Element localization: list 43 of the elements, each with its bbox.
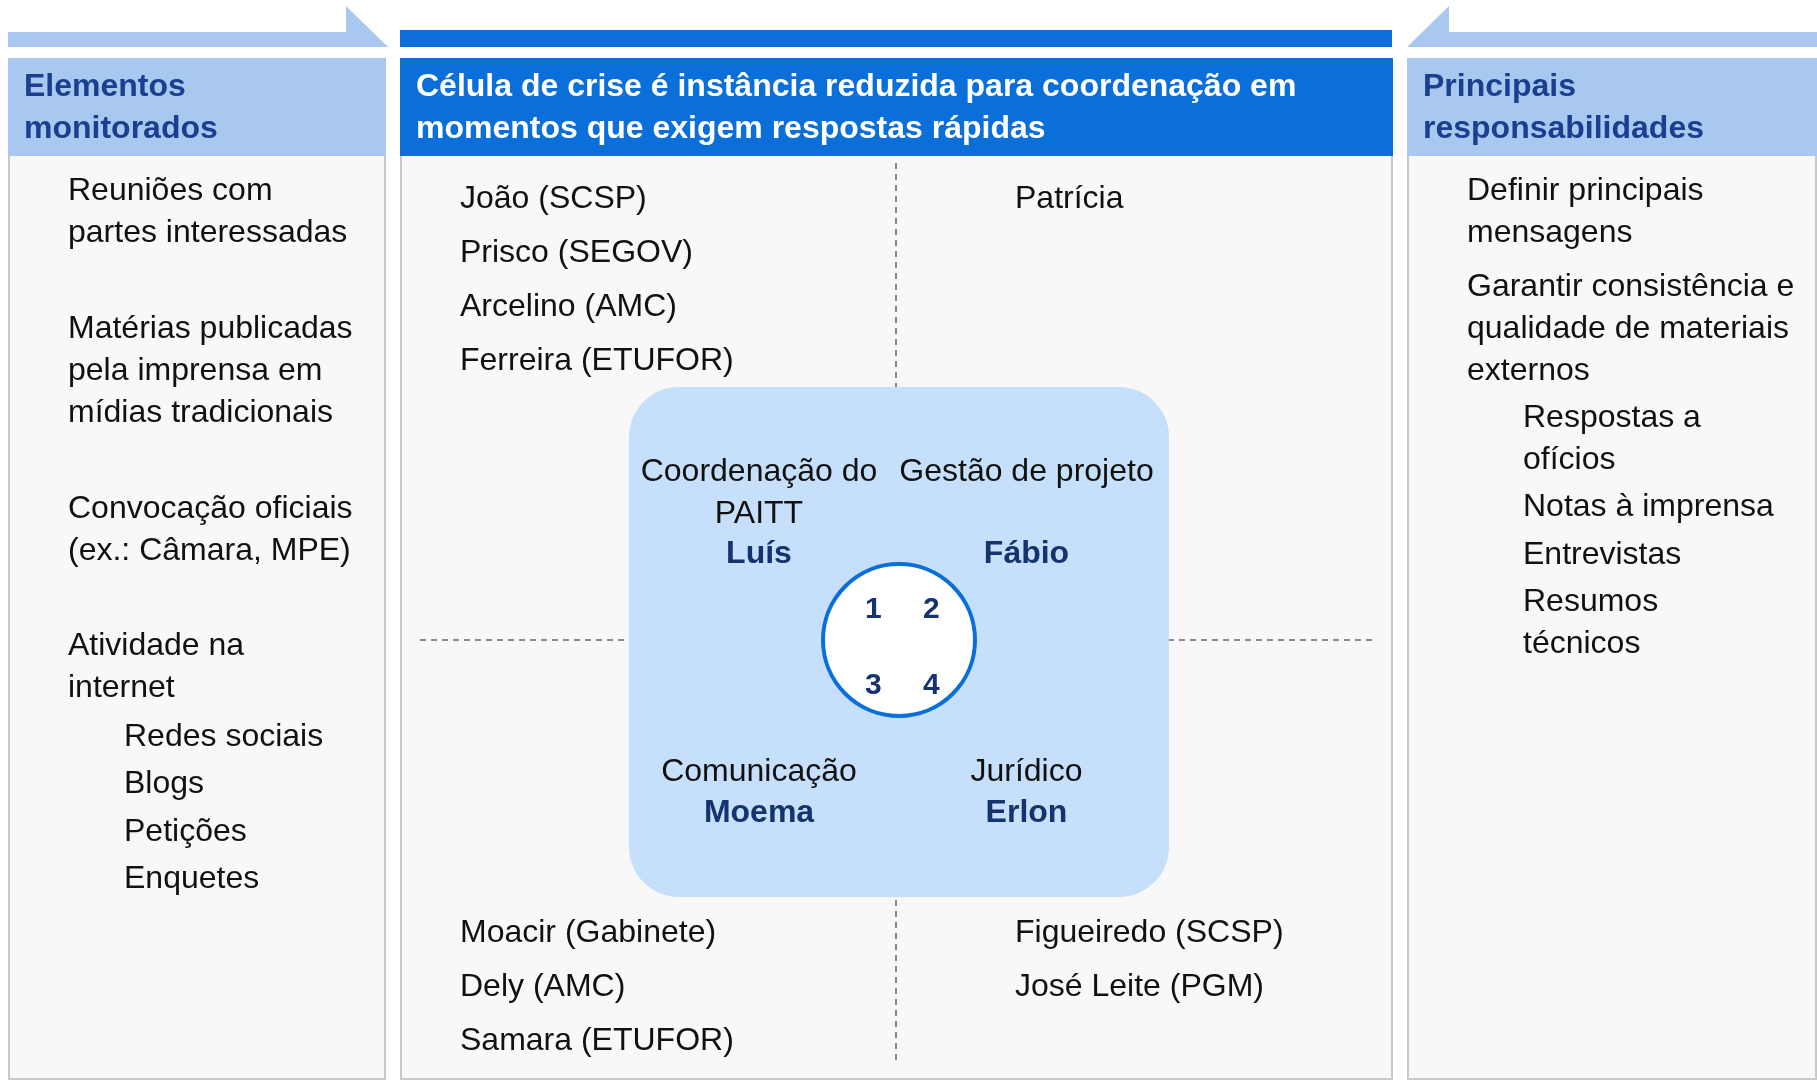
panel bbox=[1407, 58, 1817, 1080]
list-item: Notas à imprensa bbox=[1523, 486, 1775, 525]
list-item: Entrevistas bbox=[1523, 534, 1683, 573]
panel bbox=[8, 58, 386, 1080]
quadrant-number: 1 bbox=[865, 591, 882, 625]
role-title: Comunicação bbox=[660, 751, 858, 790]
person-name: Fábio bbox=[982, 533, 1071, 572]
person-name: Erlon bbox=[984, 792, 1069, 831]
list-item: Garantir consistência e qualidade de materiais externos bbox=[1467, 266, 1796, 389]
list-item: Definir principais mensagens bbox=[1467, 170, 1705, 251]
quadrant-number: 3 bbox=[865, 667, 882, 701]
role-title: Gestão de projeto bbox=[898, 451, 1155, 490]
member-name: Figueiredo (SCSP) bbox=[1015, 912, 1284, 951]
panel-heading: Principais responsabilidades bbox=[1407, 58, 1817, 156]
rounded-panel bbox=[629, 387, 1169, 897]
member-name: Samara (ETUFOR) bbox=[460, 1020, 734, 1059]
list-item: Atividade na internet bbox=[68, 625, 246, 706]
panel-heading: Elementos monitorados bbox=[8, 58, 386, 156]
member-name: Moacir (Gabinete) bbox=[460, 912, 717, 951]
member-name: Ferreira (ETUFOR) bbox=[460, 340, 734, 379]
member-name: José Leite (PGM) bbox=[1015, 966, 1264, 1005]
list-item: Reuniões com partes interessadas bbox=[68, 170, 349, 251]
person-name: Luís bbox=[725, 533, 793, 572]
role-title: Coordenação do PAITT bbox=[639, 451, 879, 532]
quadrant-number: 4 bbox=[923, 667, 940, 701]
person-name: Moema bbox=[702, 792, 816, 831]
list-item: Resumos técnicos bbox=[1523, 581, 1660, 662]
panel bbox=[400, 58, 1393, 1080]
list-item: Convocação oficiais (ex.: Câmara, MPE) bbox=[68, 488, 353, 569]
list-item: Redes sociais bbox=[124, 716, 325, 755]
list-item: Respostas a ofícios bbox=[1523, 397, 1702, 478]
list-item: Petições bbox=[124, 811, 248, 850]
quadrant-number: 2 bbox=[923, 591, 940, 625]
role-title: Jurídico bbox=[969, 751, 1084, 790]
member-name: Patrícia bbox=[1015, 178, 1124, 217]
panel-heading: Célula de crise é instância reduzida para coordenação em momentos que exigem respostas rápidas bbox=[400, 58, 1393, 156]
member-name: Arcelino (AMC) bbox=[460, 286, 677, 325]
list-item: Blogs bbox=[124, 763, 206, 802]
list-item: Enquetes bbox=[124, 858, 261, 897]
member-name: João (SCSP) bbox=[460, 178, 647, 217]
list-item: Matérias publicadas pela imprensa em mídias tradicionais bbox=[68, 308, 353, 431]
member-name: Prisco (SEGOV) bbox=[460, 232, 693, 271]
member-name: Dely (AMC) bbox=[460, 966, 626, 1005]
